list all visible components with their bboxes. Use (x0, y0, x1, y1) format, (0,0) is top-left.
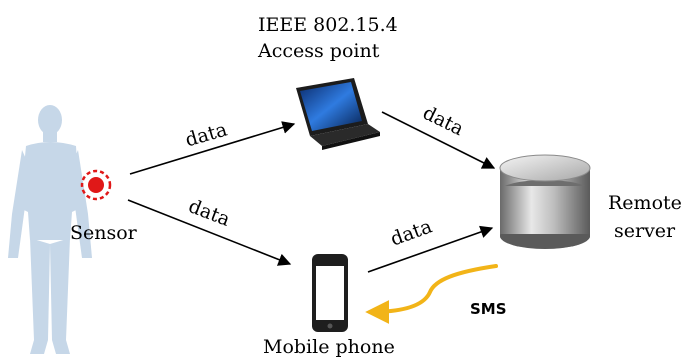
server-label-line1: Remote (608, 192, 682, 214)
arrow-phone-to-server (367, 225, 494, 273)
mobile-phone-icon (312, 254, 348, 332)
arrow-sensor-to-phone (127, 199, 292, 266)
sensor-label: Sensor (70, 222, 137, 244)
sensor-marker-icon (80, 169, 112, 201)
laptop-icon (296, 78, 380, 150)
sms-arrow (365, 264, 498, 324)
sms-label: SMS (470, 300, 507, 318)
body-silhouette-icon (8, 105, 92, 354)
arrow-ap-to-server (381, 111, 496, 169)
mobile-phone-label: Mobile phone (263, 336, 395, 358)
access-point-label-line1: IEEE 802.15.4 (258, 14, 398, 36)
arrow-sensor-to-ap (129, 121, 296, 175)
access-point-label-line2: Access point (258, 40, 380, 62)
server-label-line2: server (614, 220, 676, 242)
database-icon (499, 154, 591, 249)
